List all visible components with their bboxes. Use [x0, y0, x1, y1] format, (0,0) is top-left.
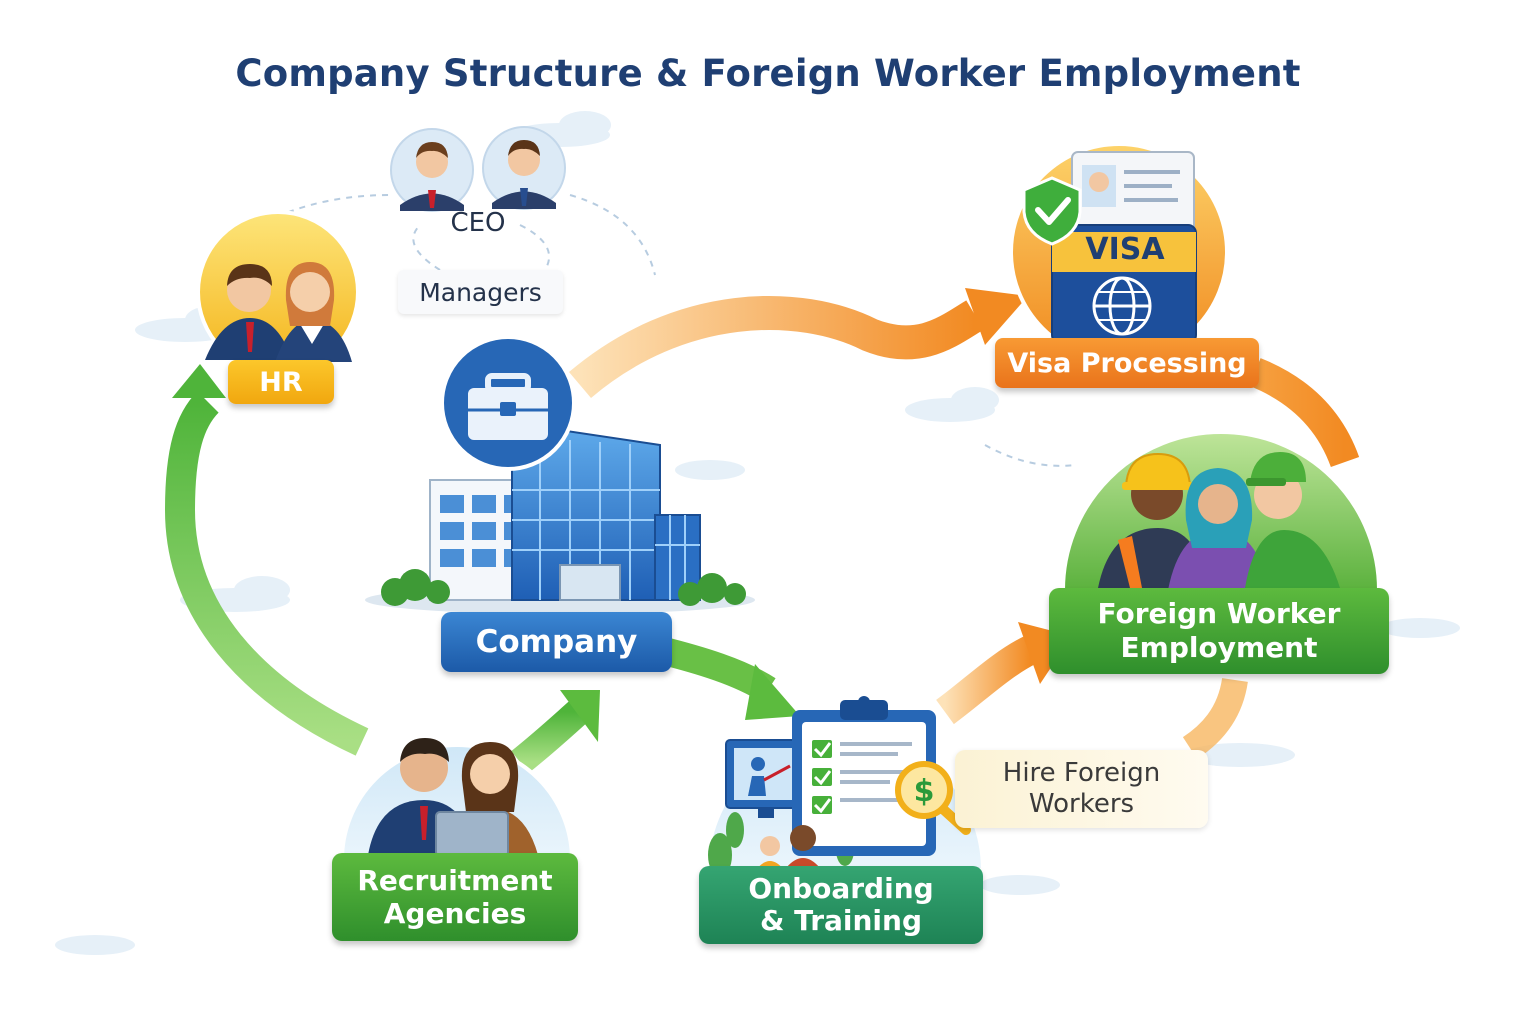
onboarding-training-label: Onboarding & Training [699, 866, 983, 944]
company-label: Company [441, 612, 672, 672]
briefcase-icon [440, 335, 576, 471]
foreign-worker-employment-line2: Employment [1120, 631, 1318, 664]
office-building-icon [365, 428, 755, 614]
arrow-workers-to-hire [1182, 677, 1248, 759]
onboarding-training-line1: Onboarding [748, 872, 934, 905]
diagram-title: Company Structure & Foreign Worker Emplo… [235, 52, 1301, 95]
arrow-recruitment-to-company [511, 690, 600, 773]
recruitment-agencies-label: Recruitment Agencies [332, 853, 578, 941]
foreign-workers-illustration [1060, 430, 1382, 592]
hire-foreign-workers-line1: Hire Foreign [1002, 758, 1161, 788]
arrow-company-to-visa [568, 288, 1028, 399]
executive-avatar-icon [482, 126, 566, 210]
shield-check-icon [1022, 176, 1082, 246]
hr-label-text: HR [259, 366, 303, 398]
foreign-worker-employment-line1: Foreign Worker [1097, 597, 1341, 630]
arrow-visa-to-workers [1249, 358, 1360, 468]
visa-badge-text: VISA [1085, 232, 1165, 267]
visa-processing-label: Visa Processing [995, 338, 1259, 388]
trainee-avatars [756, 825, 820, 870]
hr-label: HR [228, 360, 334, 404]
visa-processing-text: Visa Processing [1007, 347, 1247, 379]
recruitment-agencies-line2: Agencies [383, 897, 527, 930]
arrow-recruitment-to-hr [164, 364, 369, 756]
svg-text:$: $ [914, 774, 935, 809]
org-dashed-lines [234, 194, 1076, 467]
company-label-text: Company [475, 624, 638, 660]
globe-icon [1092, 276, 1152, 336]
executive-avatar-icon [390, 128, 474, 212]
clipboard-checklist-icon [792, 696, 936, 856]
recruitment-agencies-line1: Recruitment [357, 864, 553, 897]
onboarding-training-line2: & Training [760, 904, 922, 937]
foreign-worker-employment-label: Foreign Worker Employment [1049, 588, 1389, 674]
hire-foreign-workers-line2: Workers [1028, 789, 1135, 819]
arrow-company-to-onboarding [656, 636, 800, 720]
recruitment-illustration [339, 738, 575, 862]
managers-label: Managers [398, 270, 563, 314]
ceo-label: CEO [450, 208, 506, 238]
hire-foreign-workers-label: Hire Foreign Workers [955, 750, 1208, 828]
visa-illustration [1009, 142, 1229, 362]
presentation-screen-icon [725, 739, 807, 818]
hr-team-illustration [196, 210, 360, 374]
